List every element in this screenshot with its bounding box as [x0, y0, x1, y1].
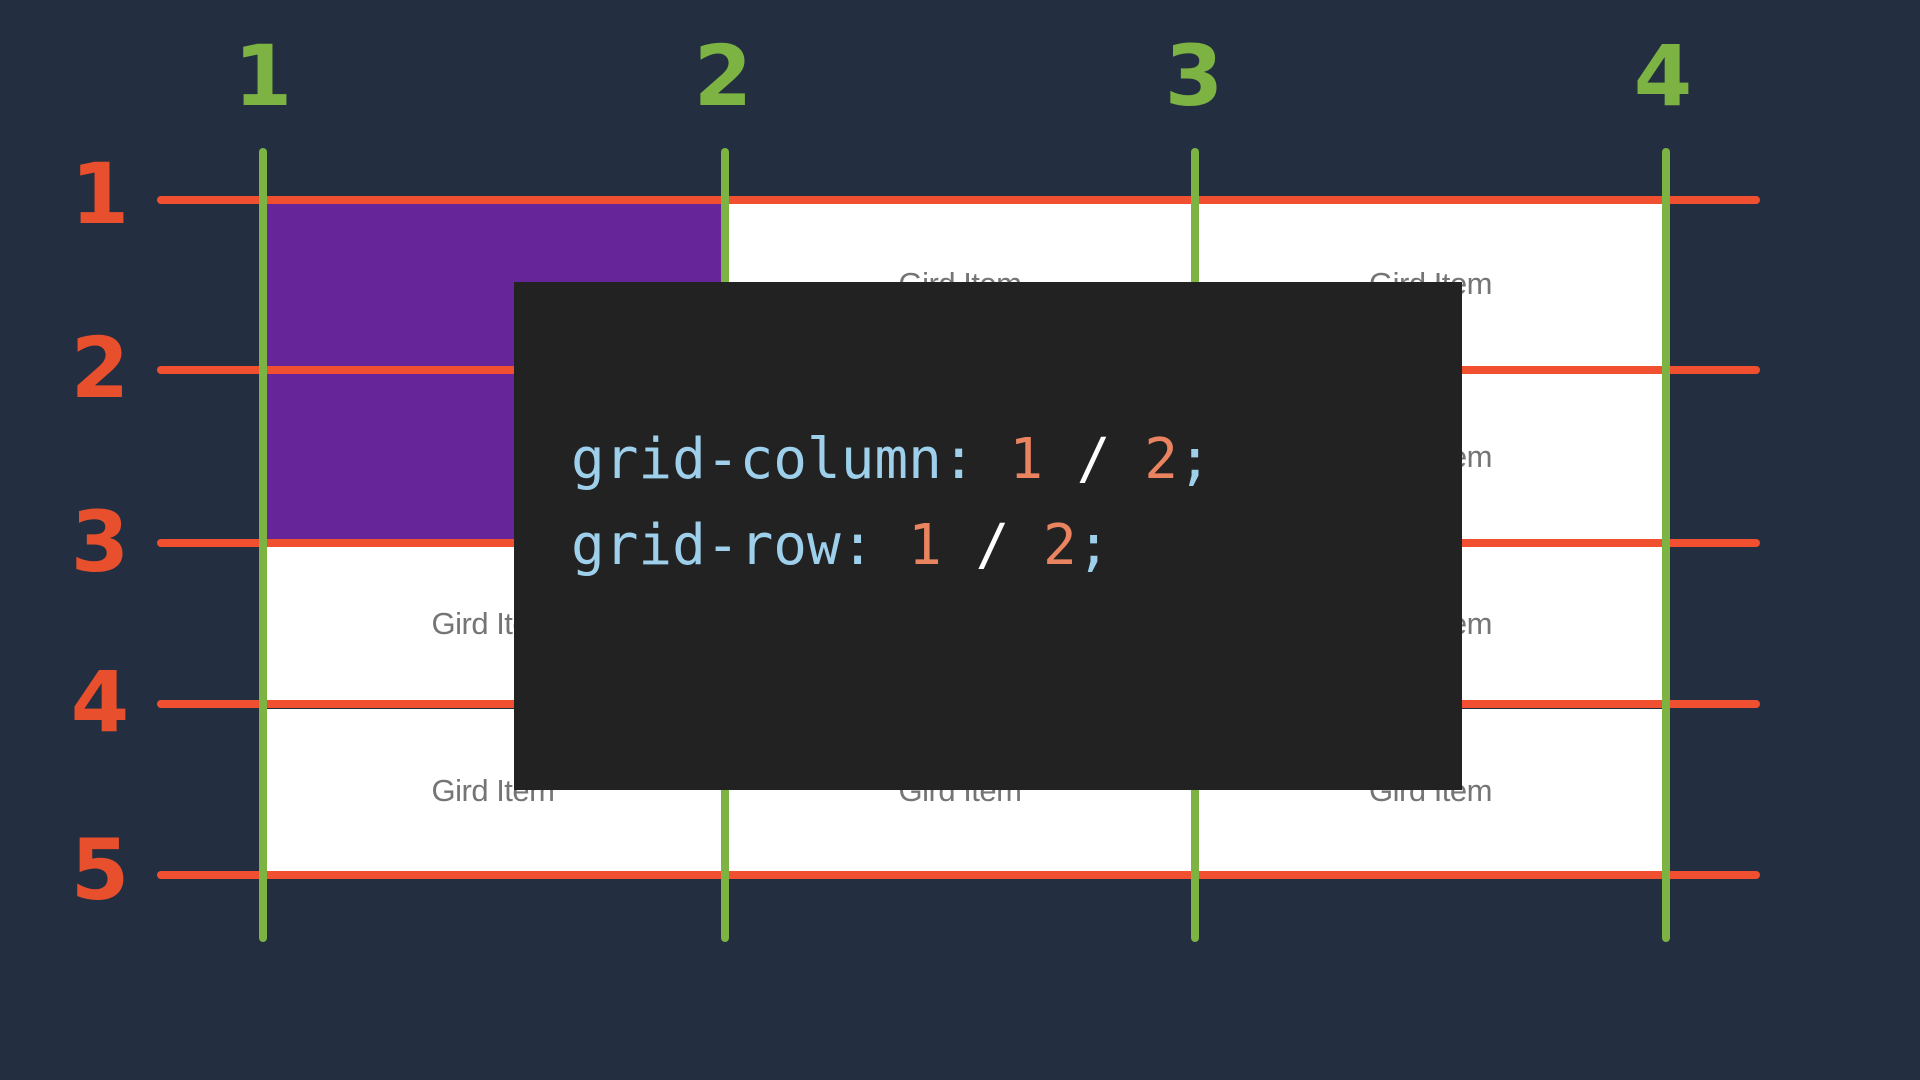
code-number-start: 1: [908, 513, 942, 578]
code-number-start: 1: [1009, 427, 1044, 492]
row-number-2: 2: [70, 319, 130, 417]
row-number-3: 3: [70, 493, 130, 591]
code-semicolon: ;: [1177, 427, 1212, 492]
column-number-2: 2: [693, 27, 753, 125]
column-number-4: 4: [1633, 27, 1693, 125]
code-number-end: 2: [1144, 427, 1178, 492]
code-property: grid-row: [571, 513, 841, 578]
column-line-4: [1662, 148, 1670, 942]
code-line-grid-row: grid-row: 1 / 2;: [571, 518, 1110, 574]
code-panel: grid-column: 1 / 2; grid-row: 1 / 2;: [514, 282, 1462, 790]
code-property: grid-column: [571, 427, 942, 492]
code-slash: /: [941, 513, 1044, 578]
row-line-1: [157, 196, 1760, 204]
code-line-grid-column: grid-column: 1 / 2;: [571, 432, 1212, 488]
row-number-1: 1: [70, 145, 130, 243]
code-colon: :: [941, 427, 1010, 492]
row-number-5: 5: [70, 821, 130, 919]
code-slash: /: [1043, 427, 1145, 492]
code-number-end: 2: [1043, 513, 1077, 578]
row-line-5: [157, 871, 1760, 879]
row-number-4: 4: [70, 653, 130, 751]
column-line-1: [259, 148, 267, 942]
grid-item-r4-c1: Gird Item: [263, 709, 723, 872]
code-semicolon: ;: [1076, 513, 1111, 578]
column-number-3: 3: [1164, 27, 1224, 125]
code-colon: :: [840, 513, 909, 578]
column-number-1: 1: [233, 27, 293, 125]
